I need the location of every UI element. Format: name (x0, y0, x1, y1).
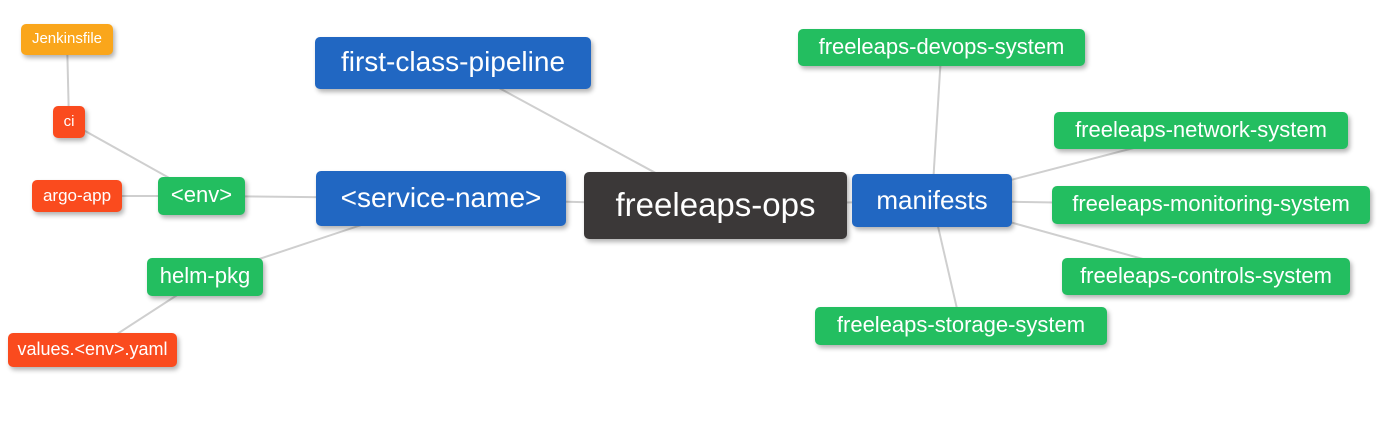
node-label-service-name: <service-name> (340, 181, 542, 213)
node-label-network-system: freeleaps-network-system (1075, 116, 1327, 142)
node-label-manifests: manifests (876, 184, 988, 215)
node-label-monitoring-system: freeleaps-monitoring-system (1072, 191, 1350, 216)
node-label-freeleaps-ops: freeleaps-ops (615, 186, 816, 223)
node-ci[interactable]: ci (53, 106, 85, 138)
node-devops-system[interactable]: freeleaps-devops-system (798, 29, 1085, 66)
node-label-helm-pkg: helm-pkg (159, 263, 251, 288)
node-controls-system[interactable]: freeleaps-controls-system (1062, 258, 1350, 295)
node-helm-pkg[interactable]: helm-pkg (147, 258, 263, 296)
node-storage-system[interactable]: freeleaps-storage-system (815, 307, 1107, 345)
node-monitoring-system[interactable]: freeleaps-monitoring-system (1052, 186, 1370, 224)
node-argo-app[interactable]: argo-app (32, 180, 122, 212)
node-label-devops-system: freeleaps-devops-system (818, 33, 1065, 59)
node-freeleaps-ops[interactable]: freeleaps-ops (584, 172, 847, 239)
node-first-class-pipeline[interactable]: first-class-pipeline (315, 37, 591, 89)
node-env[interactable]: <env> (158, 177, 245, 215)
node-service-name[interactable]: <service-name> (316, 171, 566, 226)
node-label-env: <env> (170, 182, 233, 207)
node-label-values-env-yaml: values.<env>.yaml (17, 339, 168, 359)
node-label-controls-system: freeleaps-controls-system (1080, 262, 1332, 288)
node-label-ci: ci (63, 112, 75, 130)
node-label-storage-system: freeleaps-storage-system (836, 312, 1086, 337)
node-values-env-yaml[interactable]: values.<env>.yaml (8, 333, 177, 367)
node-label-argo-app: argo-app (42, 185, 112, 205)
node-network-system[interactable]: freeleaps-network-system (1054, 112, 1348, 149)
node-manifests[interactable]: manifests (852, 174, 1012, 227)
node-label-first-class-pipeline: first-class-pipeline (340, 46, 566, 77)
node-label-jenkinsfile: Jenkinsfile (31, 30, 103, 47)
node-jenkinsfile[interactable]: Jenkinsfile (21, 24, 113, 55)
